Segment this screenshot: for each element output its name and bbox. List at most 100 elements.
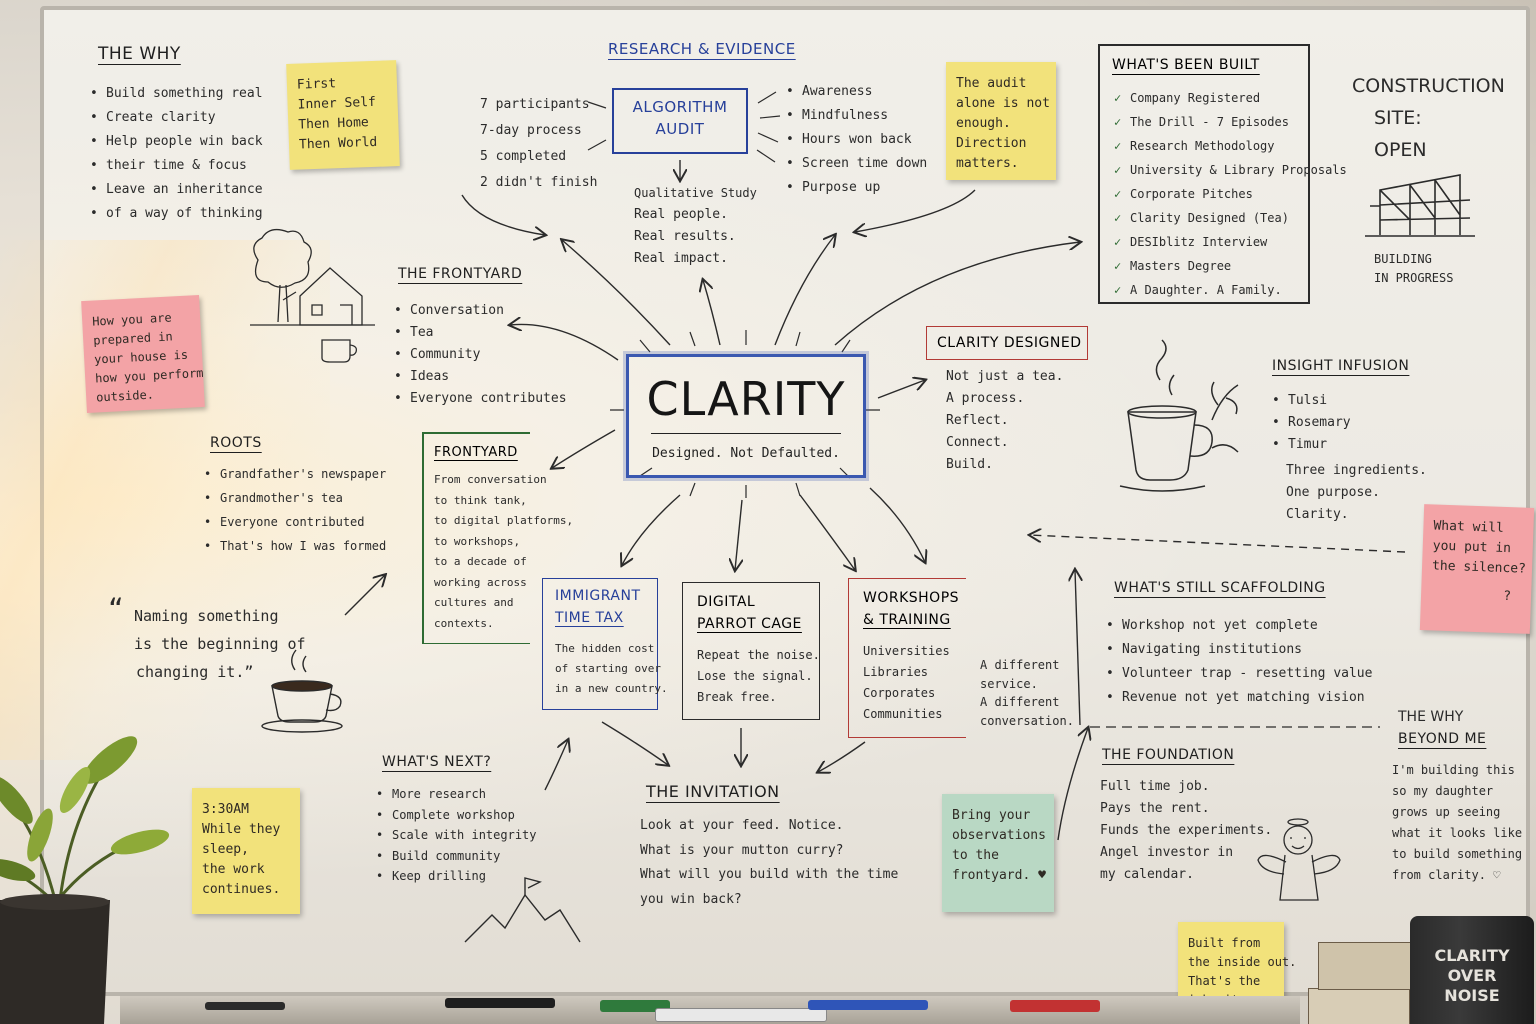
- list-item: Company Registered: [1112, 86, 1296, 110]
- black-marker[interactable]: [445, 998, 555, 1008]
- tea-cup-icon: [1119, 339, 1239, 492]
- construction-site: CONSTRUCTION SITE: OPEN: [1352, 75, 1505, 161]
- research-title: RESEARCH & EVIDENCE: [608, 40, 796, 58]
- list-item: Workshop not yet complete: [1104, 614, 1372, 638]
- list-item: Mindfulness: [784, 104, 927, 128]
- small-cup-icon: [261, 649, 343, 733]
- list-item: Ideas: [392, 366, 567, 388]
- algorithm-audit-box: ALGORITHM AUDIT: [612, 88, 748, 154]
- arrow-research-left: [461, 194, 545, 235]
- plant-pot: [0, 900, 110, 1024]
- arrow-immigrant-to-invite: [601, 721, 668, 765]
- invitation-lines: Look at your feed. Notice. What is your …: [640, 818, 899, 907]
- beyond-lines: I'm building this so my daughter grows u…: [1392, 763, 1523, 882]
- quote-open: “: [108, 594, 124, 624]
- list-item: Help people win back: [88, 130, 263, 154]
- arrow-center-to-designed: [877, 380, 925, 399]
- list-item: Build something real: [88, 82, 263, 106]
- digital-parrot-cage-box: DIGITAL PARROT CAGE Repeat the noise.Los…: [682, 582, 820, 720]
- foundation-lines: Full time job.Pays the rent.Funds the ex…: [1100, 779, 1273, 882]
- center-rays: [610, 330, 880, 498]
- list-item: Leave an inheritance: [88, 178, 263, 202]
- arrow-center-to-box: [552, 429, 616, 468]
- list-item: Hours won back: [784, 128, 927, 152]
- beyond-title-1: THE WHY: [1398, 709, 1464, 725]
- list-item: Screen time down: [784, 152, 927, 176]
- infusion-lines: Three ingredients.One purpose.Clarity.: [1286, 463, 1427, 522]
- list-item: Rosemary: [1270, 412, 1351, 434]
- clarity-subtitle: Designed. Not Defaulted.: [652, 446, 840, 461]
- quote-text: Naming something is the beginning of cha…: [134, 607, 306, 681]
- green-marker[interactable]: [600, 1000, 670, 1012]
- list-item: Complete workshop: [374, 805, 537, 826]
- arrow-center-to-research-right: [774, 235, 835, 346]
- red-marker[interactable]: [1010, 1000, 1100, 1012]
- blue-marker[interactable]: [808, 1000, 928, 1010]
- arrow-foundation-up: [1075, 570, 1080, 726]
- arrow-center-to-research-left: [562, 240, 671, 346]
- list-item: Timur: [1270, 434, 1351, 456]
- arrow-next-up: [544, 740, 568, 791]
- list-item: DESIblitz Interview: [1112, 230, 1296, 254]
- list-item: More research: [374, 784, 537, 805]
- arrow-center-to-qual: [703, 280, 721, 346]
- list-item: Tulsi: [1270, 390, 1351, 412]
- workshops-side: A different service. A different convers…: [980, 658, 1074, 728]
- list-item: Community: [392, 344, 567, 366]
- list-item: Clarity Designed (Tea): [1112, 206, 1296, 230]
- roots-list: Grandfather's newspaper Grandmother's te…: [202, 462, 386, 558]
- scaffolding-icon: [1365, 174, 1475, 237]
- list-item: Revenue not yet matching vision: [1104, 686, 1372, 710]
- whats-next-list: More research Complete workshop Scale wi…: [374, 784, 537, 887]
- frontyard-list: Conversation Tea Community Ideas Everyon…: [392, 300, 567, 410]
- list-item: Everyone contributes: [392, 388, 567, 410]
- list-item: Build community: [374, 846, 537, 867]
- house-tree-icon: [250, 228, 375, 363]
- arrow-audit-note: [855, 189, 976, 232]
- arrow-to-immigrant: [622, 494, 681, 565]
- list-item-cont: their time & focus: [88, 154, 263, 178]
- frontyard-title: THE FRONTYARD: [398, 266, 523, 282]
- list-item: Scale with integrity: [374, 825, 537, 846]
- list-item: A Daughter. A Family.: [1112, 278, 1296, 302]
- arrow-silence: [1030, 535, 1406, 553]
- immigrant-time-tax-box: IMMIGRANT TIME TAX The hidden cost of st…: [542, 578, 668, 710]
- arrow-roots: [344, 575, 385, 616]
- why-title: THE WHY: [98, 44, 181, 64]
- plant-icon: [0, 736, 170, 902]
- white-marker[interactable]: [655, 1008, 827, 1022]
- scaffolding-list: Workshop not yet complete Navigating ins…: [1104, 614, 1372, 710]
- audit-rays: [587, 91, 781, 163]
- list-item: Navigating institutions: [1104, 638, 1372, 662]
- foundation-title: THE FOUNDATION: [1102, 747, 1235, 763]
- whats-been-built-box: WHAT'S BEEN BUILT Company Registered The…: [1098, 44, 1347, 304]
- list-item: University & Library Proposals: [1112, 158, 1347, 182]
- frontyard-box: FRONTYARD From conversation to think tan…: [422, 432, 573, 644]
- black-marker[interactable]: [205, 1002, 285, 1010]
- infusion-title: INSIGHT INFUSION: [1272, 358, 1410, 374]
- list-item-cont: of a way of thinking: [88, 202, 263, 226]
- list-item: Keep drilling: [374, 866, 537, 887]
- list-item: Corporate Pitches: [1112, 182, 1296, 206]
- list-item: Awareness: [784, 80, 927, 104]
- list-item: Everyone contributed: [202, 510, 386, 534]
- arrow-center-to-built: [834, 242, 1080, 346]
- angel-icon: [1257, 818, 1341, 901]
- arrow-to-side: [869, 487, 925, 562]
- list-item: Masters Degree: [1112, 254, 1296, 278]
- whats-next-title: WHAT'S NEXT?: [382, 754, 492, 770]
- infusion-list: Tulsi Rosemary Timur: [1270, 390, 1351, 456]
- book-stack: [1318, 942, 1412, 990]
- research-outcomes: Awareness Mindfulness Hours won back Scr…: [784, 80, 927, 200]
- list-item: Grandfather's newspaper: [202, 462, 386, 486]
- beyond-title-2: BEYOND ME: [1398, 731, 1487, 747]
